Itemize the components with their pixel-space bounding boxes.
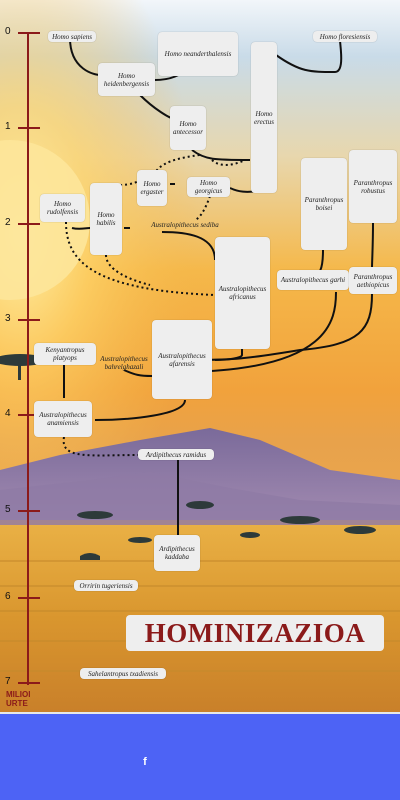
- time-axis: [18, 32, 40, 685]
- label-australopithecus-africanus[interactable]: Australopithecus africanus: [215, 237, 270, 349]
- label-orrorin-tugenensis[interactable]: Orririn tugeriensis: [74, 580, 138, 591]
- label-sahelanthropus-tchadensis[interactable]: Sahelantropus txadiensis: [80, 668, 166, 679]
- axis-tick-6: 6: [5, 591, 11, 602]
- label-ardipithecus-ramidus[interactable]: Ardipithecus ramidus: [138, 449, 214, 460]
- label-homo-floresiensis[interactable]: Homo floresiensis: [313, 31, 377, 42]
- label-ardipithecus-kaddaba[interactable]: Ardipithecus kaddaba: [154, 535, 200, 571]
- label-australopithecus-bahrelghazali[interactable]: Australopithecus bahrelghazali: [100, 355, 148, 371]
- footer-bar: f: [0, 712, 400, 800]
- label-homo-georgicus[interactable]: Homo georgicus: [187, 177, 230, 197]
- label-australopithecus-sediba[interactable]: Australopithecus sediba: [151, 221, 219, 229]
- axis-tick-1: 1: [5, 121, 11, 132]
- label-homo-erectus[interactable]: Homo erectus: [251, 42, 277, 193]
- lineage-connectors: [62, 37, 374, 540]
- label-paranthropus-robustus[interactable]: Paranthropus robustus: [349, 150, 397, 223]
- label-homo-sapiens[interactable]: Homo sapiens: [48, 31, 96, 42]
- label-australopithecus-afarensis[interactable]: Australopithecus afarensis: [152, 320, 212, 399]
- page-title: HOMINIZAZIOA: [126, 615, 384, 651]
- label-homo-ergaster[interactable]: Homo ergaster: [137, 170, 167, 206]
- label-homo-neanderthalensis[interactable]: Homo neanderthalensis: [158, 32, 238, 76]
- axis-tick-2: 2: [5, 217, 11, 228]
- axis-tick-3: 3: [5, 313, 11, 324]
- diagram-canvas: Homo sapiens Homo neanderthalensis Homo …: [0, 0, 400, 712]
- axis-tick-0: 0: [5, 26, 11, 37]
- label-paranthropus-boisei[interactable]: Paranthropus boisei: [301, 158, 347, 250]
- label-homo-heidenbergensis[interactable]: Homo heidenbergensis: [98, 63, 155, 96]
- axis-caption: MILIOI URTE: [6, 690, 31, 708]
- label-homo-antecessor[interactable]: Homo antecessor: [170, 106, 206, 150]
- label-australopithecus-garhi[interactable]: Australopithecus garhi: [277, 270, 349, 290]
- label-australopithecus-anamiensis[interactable]: Australopithecus anamiensis: [34, 401, 92, 437]
- axis-tick-4: 4: [5, 408, 11, 419]
- label-homo-habilis[interactable]: Homo habilis: [90, 183, 122, 255]
- label-homo-rudolfensis[interactable]: Homo rudolfensis: [40, 194, 85, 222]
- axis-tick-5: 5: [5, 504, 11, 515]
- facebook-icon[interactable]: f: [143, 756, 147, 768]
- axis-tick-7: 7: [5, 676, 11, 687]
- label-paranthropus-aethiopicus[interactable]: Paranthropus aethiopicus: [349, 267, 397, 294]
- label-kenyanthropus-platyops[interactable]: Kenyantropus platyops: [34, 343, 96, 365]
